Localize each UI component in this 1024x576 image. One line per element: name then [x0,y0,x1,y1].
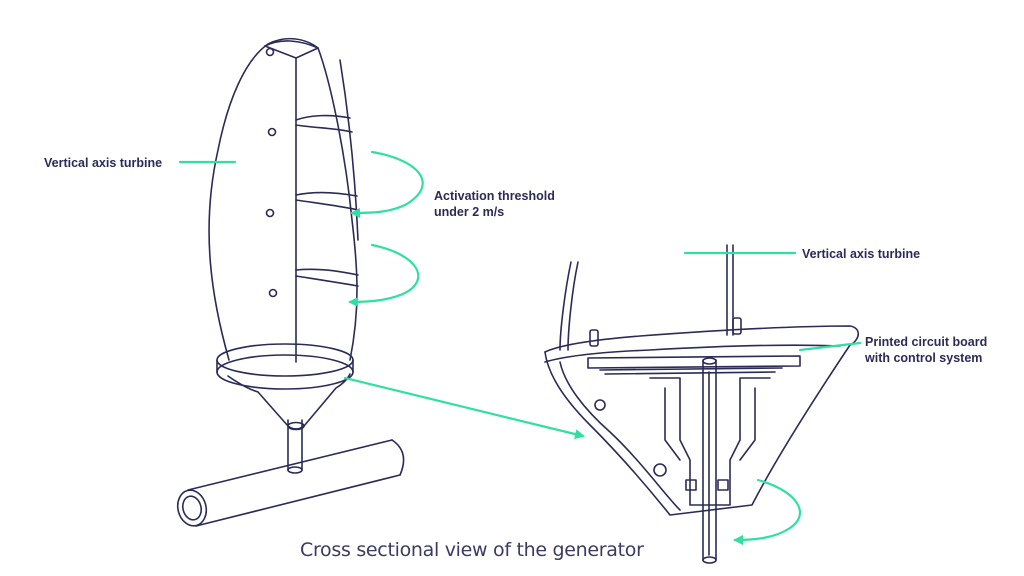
rivet [268,288,278,298]
mounting-pipe [176,439,405,527]
label-printed-circuit-board: Printed circuit board with control syste… [865,334,987,366]
diagram-caption: Cross sectional view of the generator [300,539,644,561]
leader-pcb [798,341,862,352]
rivet [267,127,277,137]
turbine-body [208,37,319,361]
circuit-board [587,355,801,375]
turbine-cone [227,373,351,430]
pcb-line-2: with control system [865,351,983,365]
rotation-arrow-upper [350,150,424,218]
annotations [178,150,862,545]
turbine-blade-front [264,45,297,363]
rivet [265,47,275,57]
shaft-rotation-arrow [733,478,801,545]
label-activation-threshold: Activation threshold under 2 m/s [434,188,555,220]
rotation-arrow-lower [348,243,420,307]
generator-cross-section [544,244,860,564]
base-rings [216,343,354,390]
activation-line-1: Activation threshold [434,189,555,203]
label-vertical-axis-turbine-left: Vertical axis turbine [44,156,163,170]
generator-shaft [702,357,717,564]
activation-line-2: under 2 m/s [434,205,505,219]
label-vertical-axis-turbine-right: Vertical axis turbine [802,247,921,261]
turbine-full-view [176,37,405,527]
housing-shell [544,344,851,516]
rivet [265,208,275,218]
pcb-line-1: Printed circuit board [865,335,988,349]
callout-arrow [343,376,585,439]
inner-housing [649,377,771,506]
